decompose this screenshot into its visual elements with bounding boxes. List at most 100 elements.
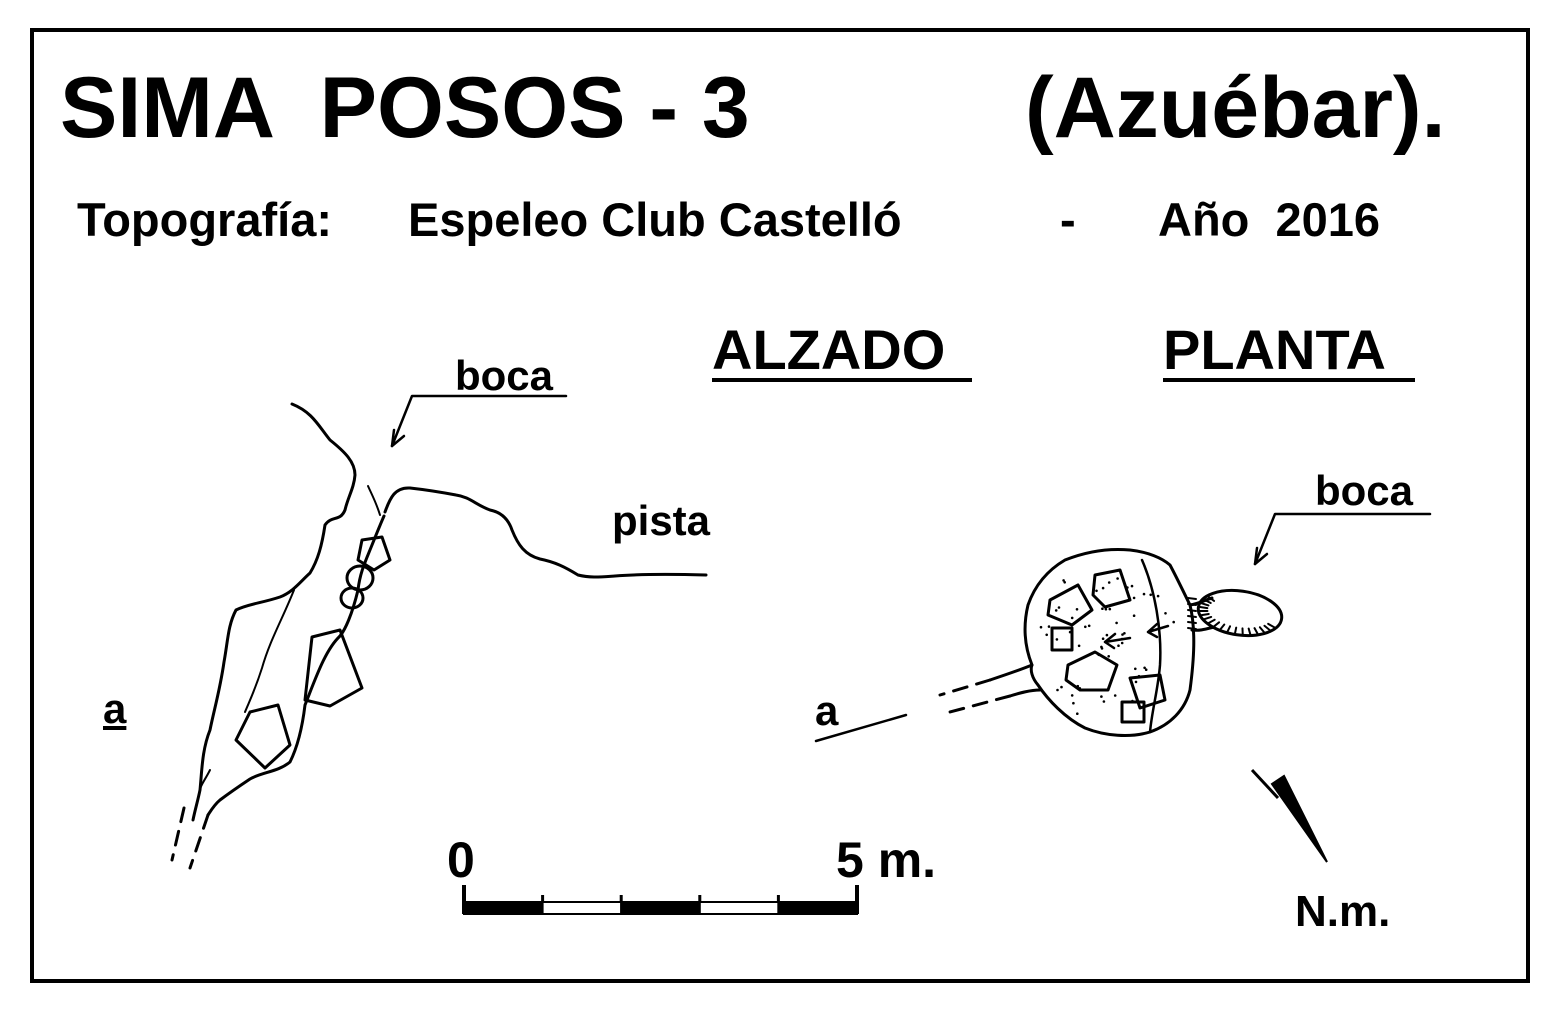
planta-section-a-line xyxy=(814,713,908,743)
scale-segment-3 xyxy=(620,901,701,915)
planta-underline xyxy=(1163,378,1415,382)
alzado-surface-pista xyxy=(383,486,708,579)
stipple-dot xyxy=(1068,630,1072,634)
stipple-dot xyxy=(1156,594,1160,598)
stipple-dot xyxy=(1143,666,1146,670)
planta-boulder-4 xyxy=(1128,673,1167,710)
credit-label: Topografía: xyxy=(77,193,332,246)
alzado-section-a-label: a xyxy=(103,685,127,732)
scale-start-label: 0 xyxy=(447,832,475,888)
stipple-dot xyxy=(1164,612,1167,615)
boca-hatch-mark xyxy=(1218,623,1226,632)
stipple-dot xyxy=(1102,700,1106,703)
stipple-dot xyxy=(1101,586,1105,590)
stipple-dot xyxy=(1113,694,1117,697)
alzado-crack-2 xyxy=(199,769,211,791)
stipple-dot xyxy=(1063,581,1066,584)
boca-hatch-mark xyxy=(1253,627,1260,636)
stipple-dot xyxy=(1076,712,1079,715)
boca-hatch-mark xyxy=(1199,613,1210,617)
boca-hatch-mark xyxy=(1212,621,1221,629)
scale-segment-4 xyxy=(698,901,780,915)
stipple-dot xyxy=(1087,624,1091,628)
planta-boulder-5 xyxy=(1050,626,1074,652)
stipple-dot xyxy=(1134,667,1137,671)
planta-boulder-6 xyxy=(1120,700,1146,724)
stipple-dot xyxy=(1117,644,1120,647)
alzado-boulder-1 xyxy=(234,703,292,770)
passage-hatch-mark xyxy=(1187,597,1197,600)
stipple-dot xyxy=(1137,674,1141,678)
credit-dash: - xyxy=(1060,193,1076,246)
stipple-dot xyxy=(1070,694,1074,697)
passage-hatch-mark xyxy=(1187,609,1197,612)
alzado-boca-leader xyxy=(390,394,568,448)
alzado-boca-label: boca xyxy=(455,352,554,399)
planta-chimney-upper xyxy=(988,663,1034,682)
passage-hatch-mark xyxy=(1187,603,1197,606)
boca-hatch-mark xyxy=(1263,624,1272,633)
planta-boca-arrowhead xyxy=(1253,546,1269,566)
planta-boulder-3 xyxy=(1064,650,1119,692)
boca-hatch-mark xyxy=(1206,594,1216,602)
stipple-dot xyxy=(1149,593,1152,597)
stipple-dot xyxy=(1130,584,1134,588)
stipple-dot xyxy=(1104,607,1108,611)
planta-chimney-dash-2 xyxy=(948,694,1012,714)
cave-name: SIMA POSOS - 3 xyxy=(60,60,750,156)
north-arrow-icon xyxy=(1250,768,1328,863)
stipple-dot xyxy=(1084,625,1087,629)
stipple-dot xyxy=(1100,695,1103,698)
alzado-boca-arrowhead xyxy=(390,428,406,448)
boca-hatch-mark xyxy=(1202,615,1213,621)
stipple-dot xyxy=(1039,625,1043,629)
stipple-dot xyxy=(1100,645,1103,649)
alzado-boulder-3 xyxy=(356,535,392,572)
alzado-underline xyxy=(712,378,972,382)
planta-chamber-outline xyxy=(1023,548,1196,737)
stipple-dot xyxy=(1060,685,1063,689)
scale-bar xyxy=(462,885,859,915)
stipple-dot xyxy=(1105,633,1109,637)
alzado-section-dash-1 xyxy=(170,806,186,862)
stipple-dot xyxy=(1126,586,1129,589)
stipple-dot xyxy=(1070,616,1074,620)
planta-chimney-lower xyxy=(1008,688,1042,698)
credit-author: Espeleo Club Castelló xyxy=(408,193,902,246)
alzado-wall-right xyxy=(206,514,386,817)
boca-hatch-mark xyxy=(1225,625,1232,634)
scale-segment-1 xyxy=(463,901,544,915)
planta-chimney-dash-1 xyxy=(938,678,992,697)
cave-location: (Azuébar). xyxy=(1025,60,1446,156)
stipple-dot xyxy=(1056,688,1059,692)
stipple-dot xyxy=(1121,633,1124,636)
stipple-dot xyxy=(1107,655,1110,658)
boca-hatch-mark xyxy=(1198,601,1210,607)
stipple-dot xyxy=(1142,592,1146,596)
stipple-dot xyxy=(1101,637,1105,640)
stipple-dot xyxy=(1047,625,1051,628)
credit-year: Año 2016 xyxy=(1158,193,1381,246)
pista-label: pista xyxy=(612,497,711,544)
planta-passage-bottom xyxy=(1190,625,1216,632)
boca-hatch-mark xyxy=(1267,622,1277,630)
stipple-dot xyxy=(1116,577,1119,580)
stipple-dot xyxy=(1076,684,1080,688)
scale-end-label: 5 m. xyxy=(836,832,937,888)
boca-hatch-mark xyxy=(1206,618,1216,625)
alzado-drawing xyxy=(170,394,708,870)
passage-hatch-mark xyxy=(1187,615,1197,618)
stipple-dot xyxy=(1108,607,1112,611)
stipple-dot xyxy=(1144,668,1148,671)
planta-slope-arrow-2 xyxy=(1146,622,1170,639)
section-title-alzado: ALZADO xyxy=(712,318,946,381)
boca-hatch-mark xyxy=(1247,627,1252,637)
planta-boca-label: boca xyxy=(1315,467,1414,514)
planta-boca-outline xyxy=(1196,588,1284,638)
alzado-section-dash-2 xyxy=(188,813,210,870)
stipple-dot xyxy=(1055,638,1059,641)
planta-slope-arrow-1 xyxy=(1103,632,1132,650)
stipple-dot xyxy=(1134,680,1138,684)
sheet-border xyxy=(30,28,1530,983)
